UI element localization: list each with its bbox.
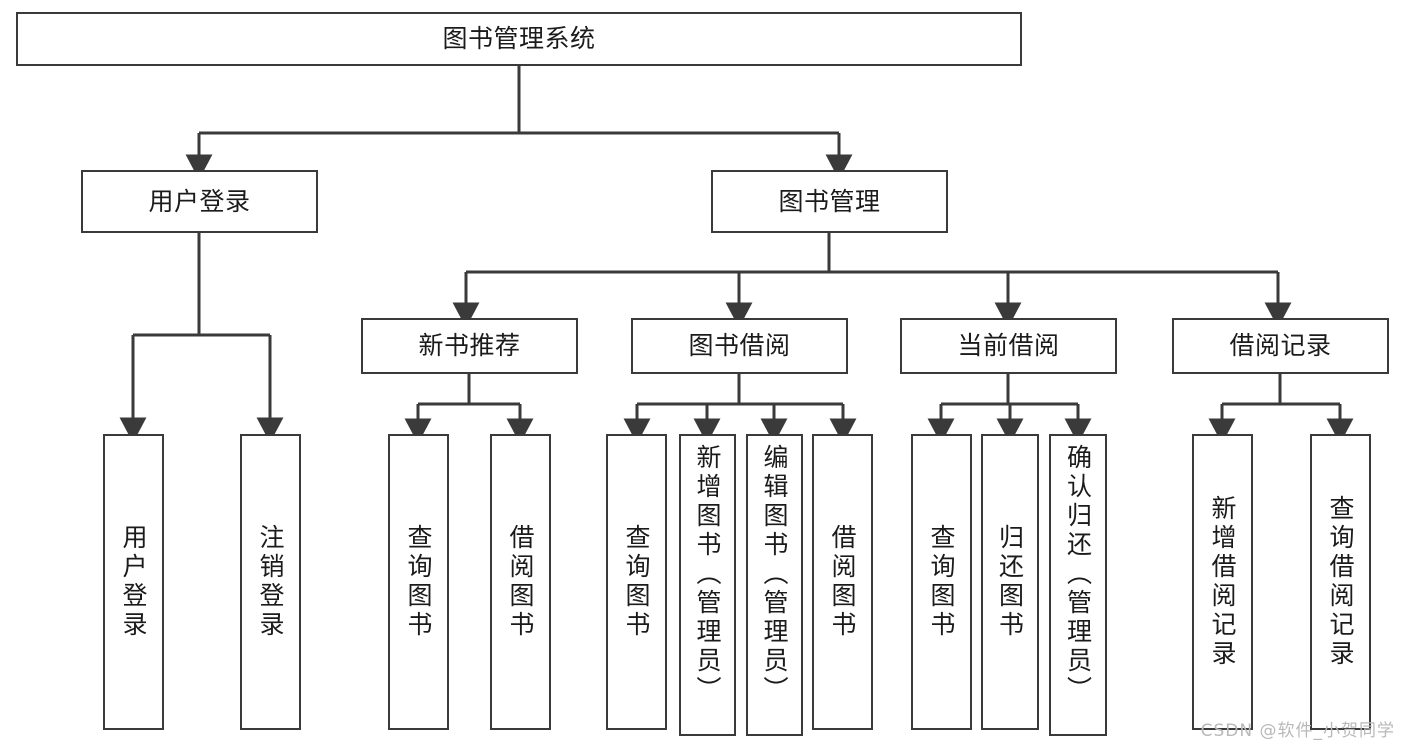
node-book-manage-label: 图书管理 <box>778 186 881 216</box>
node-book-borrow-label: 图书借阅 <box>688 331 791 361</box>
node-new-book-recommend-label: 新书推荐 <box>418 331 521 361</box>
node-root[interactable]: 图书管理系统 <box>16 12 1022 66</box>
leaf-query-book-2[interactable]: 查询图书 <box>606 434 667 730</box>
leaf-user-login[interactable]: 用户登录 <box>103 434 164 730</box>
leaf-add-record[interactable]: 新增借阅记录 <box>1192 434 1253 730</box>
leaf-add-book[interactable]: 新增图书（管理员） <box>679 434 736 736</box>
node-user-login-label: 用户登录 <box>148 186 251 216</box>
node-borrow-record-label: 借阅记录 <box>1229 331 1332 361</box>
leaf-borrow-book-1[interactable]: 借阅图书 <box>490 434 551 730</box>
leaf-query-book-2-label: 查询图书 <box>622 524 651 640</box>
leaf-logout[interactable]: 注销登录 <box>240 434 301 730</box>
node-borrow-record[interactable]: 借阅记录 <box>1172 318 1389 374</box>
leaf-confirm-return[interactable]: 确认归还（管理员） <box>1049 434 1107 736</box>
leaf-add-record-label: 新增借阅记录 <box>1208 495 1237 669</box>
leaf-query-book-3[interactable]: 查询图书 <box>911 434 972 730</box>
leaf-return-book-label: 归还图书 <box>995 524 1025 640</box>
leaf-borrow-book-1-label: 借阅图书 <box>506 524 535 640</box>
leaf-user-login-label: 用户登录 <box>119 524 148 640</box>
leaf-add-book-label: 新增图书（管理员） <box>693 444 722 705</box>
leaf-query-record[interactable]: 查询借阅记录 <box>1310 434 1371 730</box>
node-user-login[interactable]: 用户登录 <box>81 170 318 233</box>
leaf-return-book[interactable]: 归还图书 <box>981 434 1039 730</box>
node-current-borrow[interactable]: 当前借阅 <box>900 318 1117 374</box>
leaf-edit-book-label: 编辑图书（管理员） <box>760 444 789 705</box>
node-book-manage[interactable]: 图书管理 <box>711 170 948 233</box>
leaf-logout-label: 注销登录 <box>256 524 285 640</box>
leaf-query-book-3-label: 查询图书 <box>927 524 956 640</box>
leaf-query-book-1-label: 查询图书 <box>404 524 433 640</box>
leaf-query-record-label: 查询借阅记录 <box>1326 495 1355 669</box>
leaf-borrow-book-2-label: 借阅图书 <box>828 524 857 640</box>
leaf-edit-book[interactable]: 编辑图书（管理员） <box>746 434 803 736</box>
csdn-watermark: CSDN @软件_小贺同学 <box>1200 721 1395 741</box>
leaf-query-book-1[interactable]: 查询图书 <box>388 434 449 730</box>
node-root-label: 图书管理系统 <box>442 24 596 54</box>
node-current-borrow-label: 当前借阅 <box>957 331 1060 361</box>
leaf-confirm-return-label: 确认归还（管理员） <box>1063 444 1093 705</box>
node-new-book-recommend[interactable]: 新书推荐 <box>361 318 578 374</box>
leaf-borrow-book-2[interactable]: 借阅图书 <box>812 434 873 730</box>
node-book-borrow[interactable]: 图书借阅 <box>631 318 848 374</box>
